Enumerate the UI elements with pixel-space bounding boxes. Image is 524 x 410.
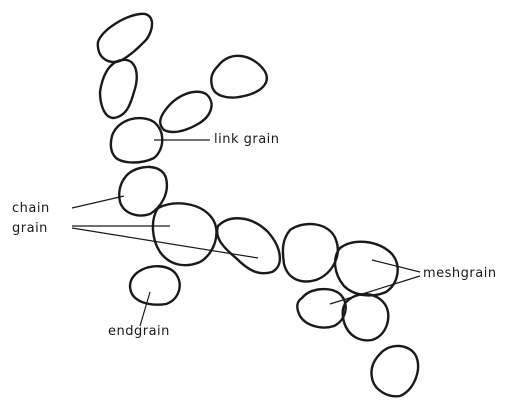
leader-endgrain	[140, 292, 150, 326]
grain-mid-right	[160, 92, 211, 132]
grain-upper-right	[211, 56, 267, 98]
grain-bottom	[371, 346, 418, 396]
leader-chain-1	[72, 196, 124, 208]
link-grain-label: link grain	[214, 133, 280, 146]
leader-meshgrain-2	[330, 276, 420, 304]
grain-label: grain	[12, 222, 48, 235]
leader-grain-2	[72, 228, 258, 258]
meshgrain-label: meshgrain	[423, 267, 497, 280]
chain-label: chain	[12, 202, 50, 215]
endgrain-label: endgrain	[108, 325, 170, 338]
grain-central	[153, 203, 217, 265]
grain-connector	[217, 218, 280, 273]
meshgrain-b	[297, 289, 345, 327]
grain-upper-chain	[100, 60, 137, 118]
meshgrain-c	[343, 294, 389, 340]
endgrain	[130, 266, 180, 304]
grain-top	[98, 14, 152, 62]
meshgrain-a	[335, 242, 398, 296]
grain-right-chain	[283, 224, 338, 281]
